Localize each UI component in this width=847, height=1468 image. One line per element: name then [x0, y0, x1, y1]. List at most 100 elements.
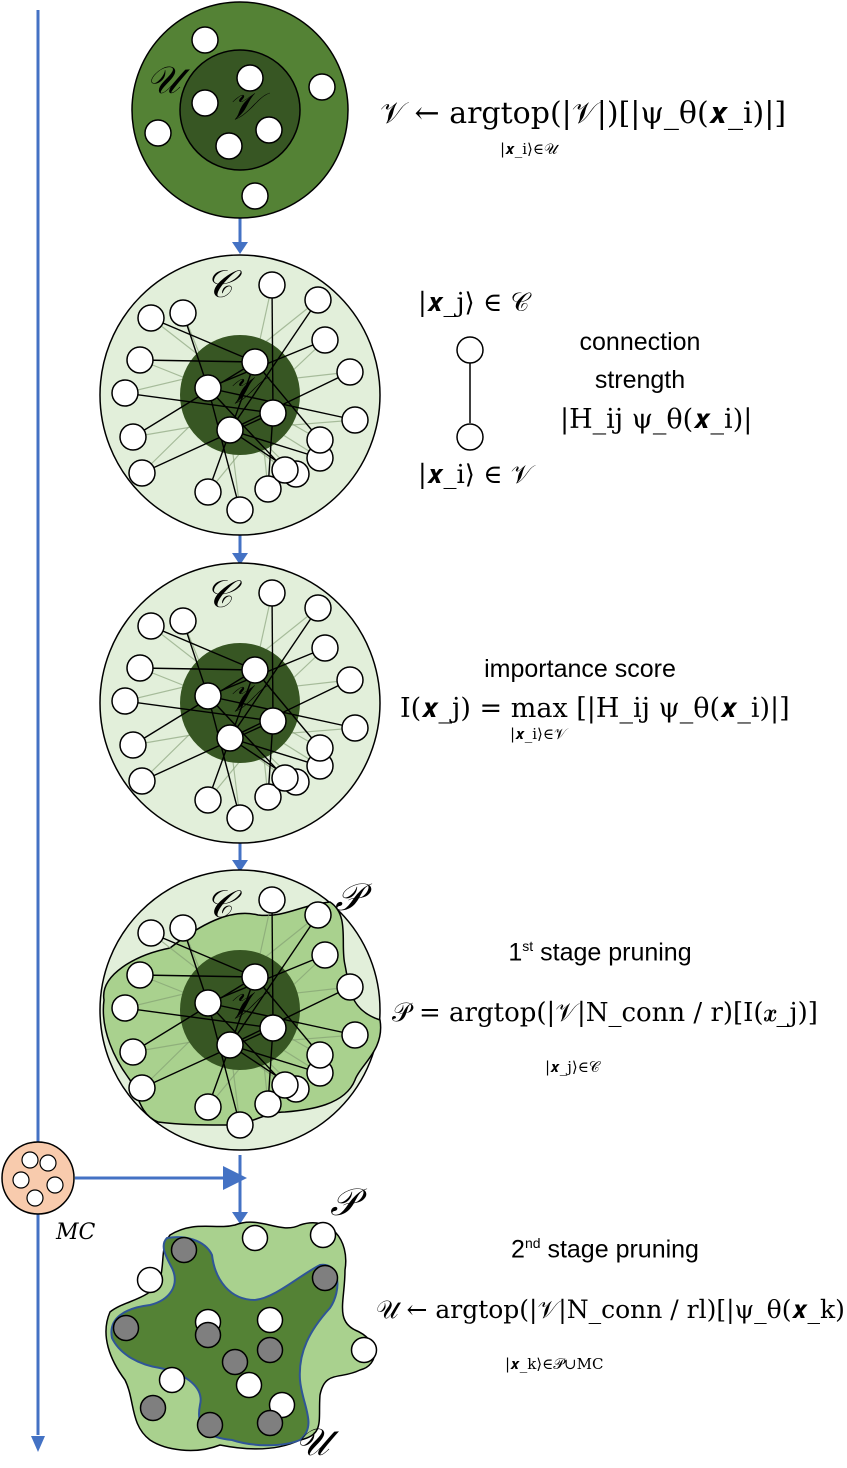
c-node — [271, 456, 299, 484]
state-node — [236, 64, 264, 92]
set-label-u: 𝒰 — [146, 58, 181, 102]
mc-node — [26, 1189, 44, 1207]
state-node — [158, 1366, 186, 1394]
set-label-u: 𝒰 — [295, 1420, 330, 1464]
c-node — [126, 961, 154, 989]
connection-edge — [229, 914, 319, 1046]
connection-edge — [229, 299, 319, 431]
state-node — [256, 1306, 284, 1334]
state-node — [215, 132, 243, 160]
c-node — [258, 886, 286, 914]
c-node — [119, 1038, 147, 1066]
c-node — [304, 286, 332, 314]
c-node — [258, 271, 286, 299]
selected-node — [196, 1411, 224, 1439]
connection-edge — [254, 669, 321, 749]
connection-edge — [132, 361, 256, 438]
c-node — [128, 459, 156, 487]
v-node — [241, 656, 269, 684]
selected-node — [256, 1409, 284, 1437]
connection-edge — [254, 976, 321, 1056]
node-bottom-label: |𝒙_i⟩ ∈ 𝒱 — [418, 460, 533, 490]
c-node — [306, 426, 334, 454]
c-node — [271, 1071, 299, 1099]
c-node — [128, 1074, 156, 1102]
v-node — [259, 399, 287, 427]
v-node — [194, 682, 222, 710]
c-node — [304, 594, 332, 622]
v-node — [194, 374, 222, 402]
set-label-v: 𝒱 — [227, 368, 259, 412]
c-node — [306, 1041, 334, 1069]
state-node — [308, 73, 336, 101]
connection-edge — [229, 429, 321, 459]
set-label-c: 𝒞 — [205, 262, 233, 306]
flow-arrow-head — [232, 860, 248, 872]
c-node — [311, 941, 339, 969]
connection-edge — [229, 737, 321, 767]
c-node — [169, 914, 197, 942]
stage5-subscript: |𝒙_k⟩∈𝒫∪MC — [505, 1355, 604, 1373]
stage1-formula: 𝒱 ← argtop(|𝒱|)[|ψ_θ(𝒙_i)|] — [380, 96, 787, 131]
stage1-u-v-circle — [131, 1, 349, 219]
connection-edge — [229, 986, 351, 1046]
c-node — [336, 666, 364, 694]
c-node — [254, 475, 282, 503]
v-node — [259, 707, 287, 735]
c-node — [341, 714, 369, 742]
stage5-pruning — [105, 1221, 378, 1452]
c-node — [226, 804, 254, 832]
stage5-title-text: stage pruning — [540, 1235, 699, 1264]
c-node — [111, 994, 139, 1022]
connection-edge — [139, 667, 256, 671]
connection-title-line2: strength — [594, 366, 686, 394]
connection-edge — [150, 932, 256, 978]
mc-node — [39, 1154, 57, 1172]
c-node — [169, 299, 197, 327]
stage5-title: 2nd stage pruning — [480, 1235, 730, 1264]
v-node — [241, 348, 269, 376]
c-node — [336, 358, 364, 386]
connection-edge — [207, 387, 286, 471]
c-node — [306, 734, 334, 762]
connection-edge — [207, 387, 241, 511]
c-node — [119, 731, 147, 759]
v-node — [216, 416, 244, 444]
importance-formula: I(𝒙_j) = max [|H_ij ψ_θ(𝒙_i)|] — [400, 693, 790, 724]
c-node — [169, 607, 197, 635]
importance-subscript: |𝒙_i⟩∈𝒱 — [510, 725, 567, 743]
connection-edge — [229, 1044, 321, 1074]
v-node — [216, 724, 244, 752]
connection-formula: |H_ij ψ_θ(𝒙_i)| — [560, 404, 753, 435]
connection-edge — [254, 361, 321, 441]
flow-arrow-head — [232, 242, 248, 254]
stage4-title-text: stage pruning — [533, 938, 692, 967]
connection-edge — [207, 695, 241, 819]
v-node — [216, 1031, 244, 1059]
c-node — [111, 379, 139, 407]
flow-arrow-head — [232, 553, 248, 565]
state-node — [241, 1224, 269, 1252]
main-flow-arrowhead — [31, 1436, 45, 1452]
v-node — [241, 963, 269, 991]
v-node — [259, 1014, 287, 1042]
state-node — [191, 26, 219, 54]
c-node — [194, 1093, 222, 1121]
connection-edge — [141, 1027, 274, 1089]
importance-title: importance score — [484, 655, 676, 683]
selected-node — [112, 1314, 140, 1342]
selected-node — [311, 1264, 339, 1292]
c-node — [194, 786, 222, 814]
c-node — [128, 767, 156, 795]
state-node — [255, 116, 283, 144]
connection-edge — [132, 976, 256, 1053]
stage4-title-sup: st — [522, 938, 534, 954]
connection-edge — [271, 592, 274, 722]
c-node — [194, 478, 222, 506]
connection-edge — [139, 359, 256, 363]
c-node — [254, 1090, 282, 1118]
connection-edge — [229, 607, 319, 739]
connection-title-line1: connection — [579, 328, 701, 356]
connection-edge — [229, 371, 351, 431]
